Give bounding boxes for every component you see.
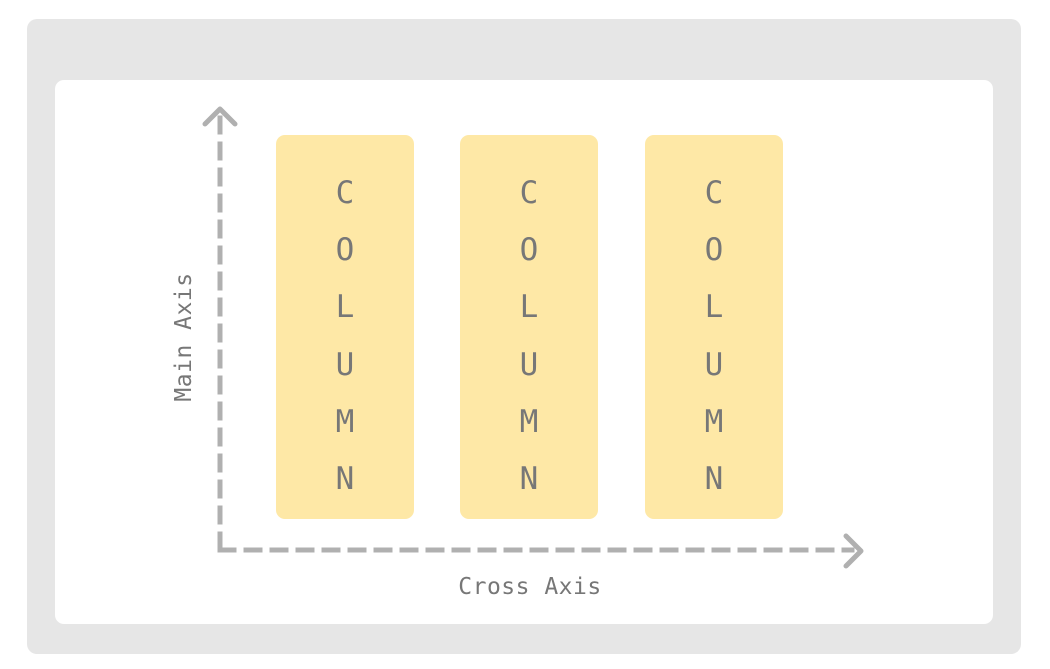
column-letter: U bbox=[335, 346, 355, 383]
column-letter: C bbox=[335, 175, 355, 211]
column-box-3: C O L U M N bbox=[645, 135, 783, 519]
column-letter: M bbox=[519, 403, 539, 440]
column-letter: L bbox=[519, 289, 539, 326]
column-box-2: C O L U M N bbox=[460, 135, 598, 519]
column-letter: O bbox=[519, 232, 539, 269]
column-letter: L bbox=[704, 289, 724, 326]
cross-axis-arrow bbox=[217, 533, 864, 569]
column-box-1: C O L U M N bbox=[276, 135, 414, 519]
column-letter: M bbox=[335, 403, 355, 440]
main-axis-label: Main Axis bbox=[171, 272, 197, 402]
column-letter: U bbox=[704, 346, 724, 383]
column-letter: O bbox=[704, 232, 724, 269]
column-letter: O bbox=[335, 232, 355, 269]
column-letter: N bbox=[519, 460, 539, 497]
column-letter: C bbox=[704, 175, 724, 211]
column-letter: U bbox=[519, 346, 539, 383]
column-letter: M bbox=[704, 403, 724, 440]
column-letter: N bbox=[335, 460, 355, 497]
column-letter: N bbox=[704, 460, 724, 497]
cross-axis-label: Cross Axis bbox=[458, 574, 602, 600]
column-letter: C bbox=[519, 175, 539, 211]
column-letter: L bbox=[335, 289, 355, 326]
main-axis-arrow bbox=[202, 106, 238, 551]
